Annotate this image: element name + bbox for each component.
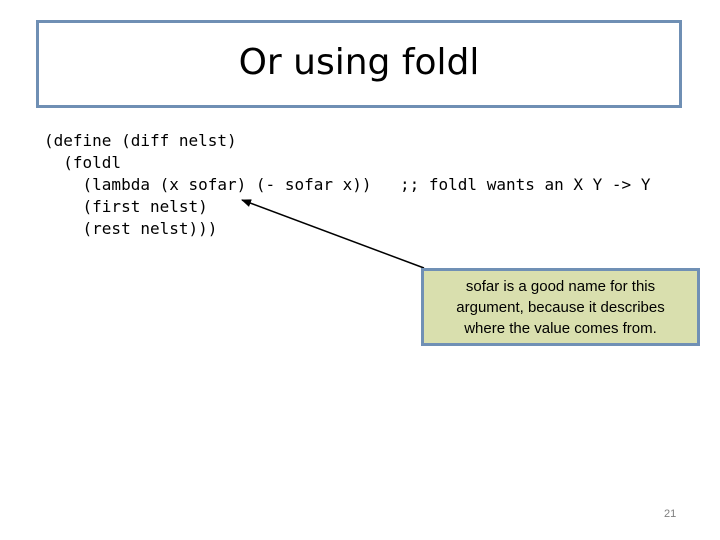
title-box: Or using foldl <box>36 20 682 108</box>
code-line-3: (lambda (x sofar) (- sofar x)) <box>44 175 372 194</box>
page-number: 21 <box>664 508 677 520</box>
callout-text: sofar is a good name for this argument, … <box>456 277 665 337</box>
code-comment: ;; foldl wants an X Y -> Y <box>400 175 651 194</box>
code-line-4: (first nelst) <box>44 197 208 216</box>
code-line-2: (foldl <box>44 153 122 172</box>
code-block: (define (diff nelst) (foldl (lambda (x s… <box>44 130 372 240</box>
code-line-1: (define (diff nelst) <box>44 131 237 150</box>
slide-title: Or using foldl <box>238 41 480 83</box>
code-line-5: (rest nelst))) <box>44 219 218 238</box>
callout-box: sofar is a good name for this argument, … <box>421 268 700 346</box>
